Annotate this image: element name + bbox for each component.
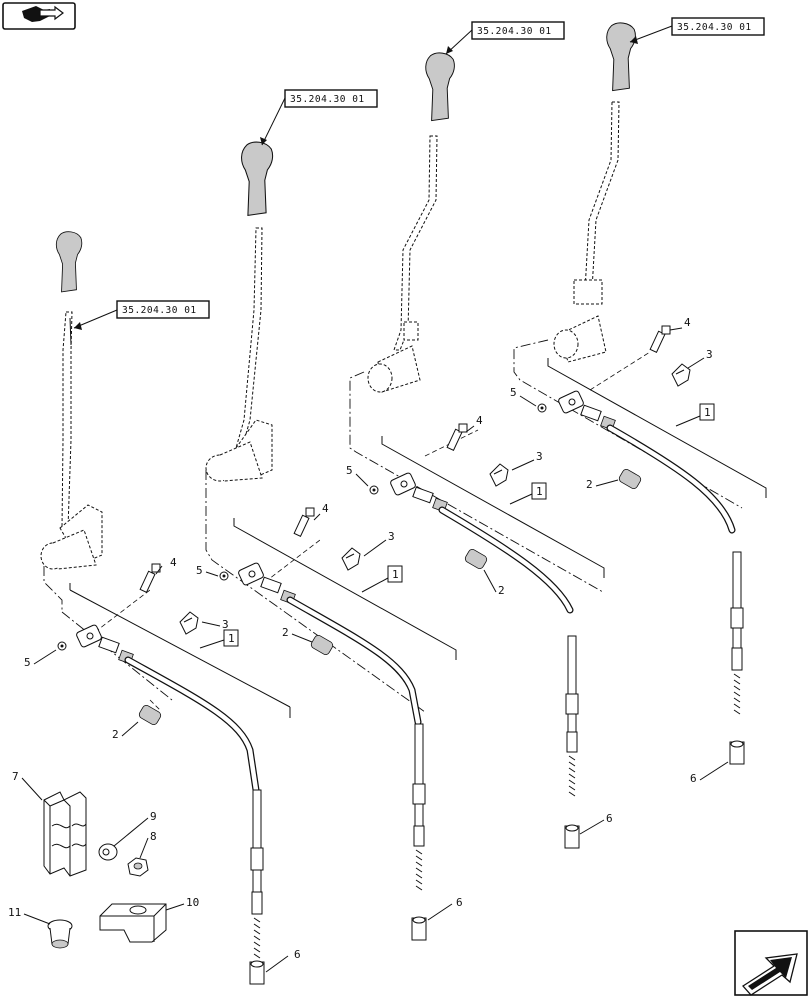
svg-text:35.204.30 01: 35.204.30 01	[477, 26, 552, 37]
callout-2-b: 2	[282, 626, 289, 639]
assembly-d: 4 3 5 1 2 6	[510, 22, 767, 785]
kit-box-a	[223, 629, 239, 647]
reference-label-knob-3[interactable]: 35.204.30 01	[629, 17, 765, 44]
lever-knob-d	[606, 22, 637, 92]
callout-4-a: 4	[170, 556, 177, 569]
nut-8	[127, 857, 149, 877]
callout-9: 9	[150, 810, 157, 823]
cable-d	[606, 424, 745, 765]
kit-box-d	[699, 403, 715, 421]
next-arrow-icon	[742, 953, 798, 996]
bolt-d	[649, 325, 671, 353]
callout-3-a: 3	[222, 618, 229, 631]
bolt-b	[293, 507, 315, 537]
callout-6-b: 6	[456, 896, 463, 909]
callout-4-b: 4	[322, 502, 329, 515]
callout-6-d: 6	[690, 772, 697, 785]
next-button[interactable]	[734, 930, 808, 996]
callout-5-c: 5	[346, 464, 353, 477]
callout-6-c: 6	[606, 812, 613, 825]
callout-6-a: 6	[294, 948, 301, 961]
grommet-b	[310, 635, 334, 655]
svg-text:35.204.30 01: 35.204.30 01	[290, 94, 365, 105]
callout-5-d: 5	[510, 386, 517, 399]
callout-11: 11	[8, 906, 21, 919]
block-10	[99, 903, 167, 943]
kit-box-b	[387, 565, 403, 583]
callout-4-c: 4	[476, 414, 483, 427]
clip-b	[341, 547, 361, 571]
callout-10: 10	[186, 896, 199, 909]
callout-3-c: 3	[536, 450, 543, 463]
clevis-a	[76, 624, 134, 665]
callout-2-a: 2	[112, 728, 119, 741]
lever-knob-a	[55, 231, 83, 293]
gear-lever-a	[40, 231, 103, 570]
callout-3-b: 3	[388, 530, 395, 543]
assembly-a: 4 3 5 1 2 6	[24, 231, 301, 985]
bolt-a	[139, 563, 161, 593]
bolt-c	[446, 423, 468, 451]
gear-lever-c	[367, 52, 456, 393]
kit-label-d: 1	[704, 406, 711, 419]
gear-lever-b	[205, 141, 274, 482]
callout-8: 8	[150, 830, 157, 843]
callout-3-d: 3	[706, 348, 713, 361]
clevis-c	[390, 472, 448, 513]
grommet-a	[138, 705, 162, 725]
svg-text:35.204.30 01: 35.204.30 01	[122, 305, 197, 316]
kit-label-a: 1	[228, 632, 235, 645]
callouts-b: 4 3 5 1 2 6	[196, 502, 463, 921]
washer-d	[537, 403, 547, 413]
cable-a	[124, 656, 265, 985]
clevis-b	[238, 562, 296, 605]
cable-c	[438, 506, 580, 849]
clip-a	[179, 611, 199, 635]
reference-label-knob-4[interactable]: 35.204.30 01	[73, 300, 210, 330]
bushing-11	[47, 919, 73, 949]
clip-c	[489, 463, 509, 487]
kit-label-b: 1	[392, 568, 399, 581]
washer-9	[98, 843, 118, 861]
assembly-b: 4 3 5 1 2 6	[196, 141, 463, 941]
lever-knob-c	[425, 52, 456, 122]
clip-d	[671, 363, 691, 387]
callouts-c: 4 3 5 1 2 6	[346, 414, 613, 835]
kit-box-c	[531, 482, 547, 500]
callout-4-d: 4	[684, 316, 691, 329]
reference-label-knob-1[interactable]: 35.204.30 01	[260, 89, 378, 146]
clevis-d	[558, 390, 616, 431]
callouts-a: 4 3 5 1 2 6	[24, 556, 301, 973]
lever-knob-b	[240, 141, 274, 217]
svg-text:35.204.30 01: 35.204.30 01	[677, 22, 752, 33]
callout-7: 7	[12, 770, 19, 783]
back-button[interactable]	[2, 2, 76, 30]
assembly-c: 4 3 5 1 2 6	[346, 52, 613, 849]
washer-c	[369, 485, 379, 495]
cable-b	[286, 596, 427, 941]
callout-2-c: 2	[498, 584, 505, 597]
callout-5-a: 5	[24, 656, 31, 669]
grommet-d	[618, 469, 642, 489]
washer-b	[219, 571, 229, 581]
grommet-c	[464, 549, 488, 569]
callouts-d: 4 3 5 1 2 6	[510, 316, 729, 785]
gear-lever-d	[553, 22, 637, 363]
cable-clamp-7	[43, 791, 87, 877]
book-arrow-icon	[22, 5, 64, 22]
reference-label-knob-2[interactable]: 35.204.30 01	[445, 21, 565, 55]
loose-parts: 7 9 8 10 11	[8, 770, 199, 949]
callout-2-d: 2	[586, 478, 593, 491]
kit-label-c: 1	[536, 485, 543, 498]
washer-a	[57, 641, 67, 651]
callout-5-b: 5	[196, 564, 203, 577]
